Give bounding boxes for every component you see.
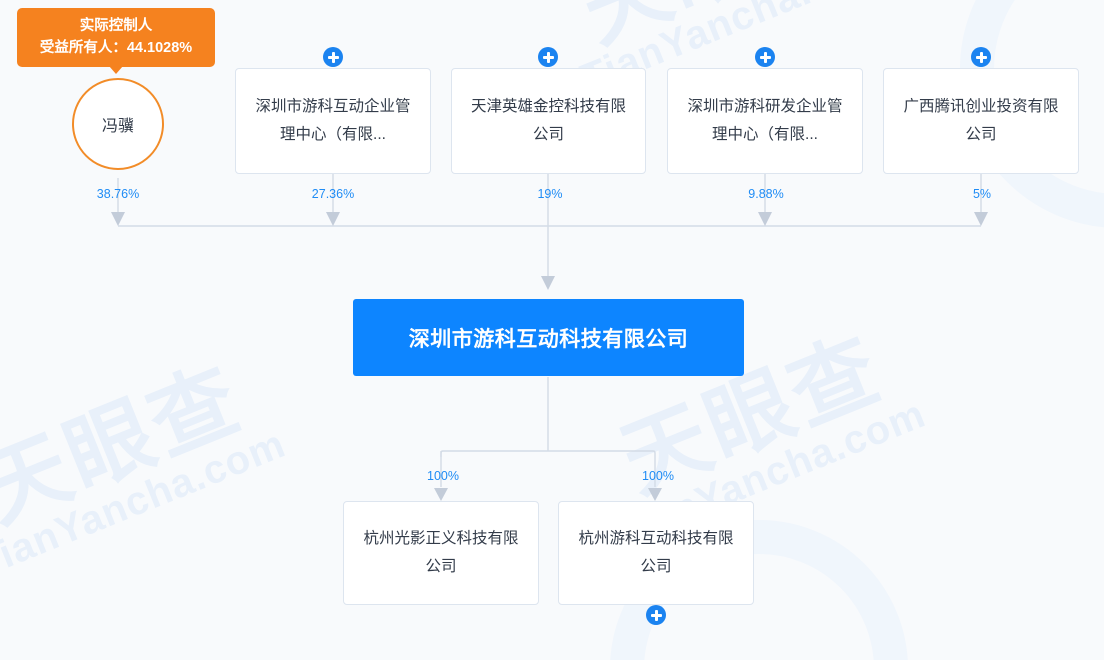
subsidiary-name: 杭州游科互动科技有限公司 xyxy=(578,530,734,575)
ownership-percent-label: 27.36% xyxy=(311,187,355,201)
ownership-percent-label: 38.76% xyxy=(96,187,140,201)
subsidiary-percent-label: 100% xyxy=(642,469,674,483)
expand-plus-icon[interactable] xyxy=(971,47,991,67)
ownership-percent-label: 5% xyxy=(972,187,992,201)
main-company-node[interactable]: 深圳市游科互动科技有限公司 xyxy=(353,299,744,376)
expand-plus-icon[interactable] xyxy=(646,605,666,625)
subsidiary-percent-label: 100% xyxy=(427,469,459,483)
watermark-text-cn: 天眼查 xyxy=(0,350,255,541)
shareholder-node-company[interactable]: 深圳市游科互动企业管理中心（有限... xyxy=(235,68,431,174)
actual-controller-badge: 实际控制人 受益所有人：44.1028% xyxy=(17,8,215,74)
shareholder-name: 深圳市游科研发企业管理中心（有限... xyxy=(687,98,843,143)
expand-plus-icon[interactable] xyxy=(538,47,558,67)
expand-plus-icon[interactable] xyxy=(755,47,775,67)
main-company-name: 深圳市游科互动科技有限公司 xyxy=(408,327,689,351)
shareholder-node-company[interactable]: 天津英雄金控科技有限公司 xyxy=(451,68,646,174)
expand-plus-icon[interactable] xyxy=(323,47,343,67)
ownership-percent-label: 19% xyxy=(537,187,563,201)
controller-badge-tail xyxy=(109,66,123,74)
watermark-text-cn: 天眼查 xyxy=(560,0,857,66)
subsidiary-name: 杭州光影正义科技有限公司 xyxy=(363,530,519,575)
watermark-text-en: TianYancha.com xyxy=(0,421,292,586)
ownership-percent-label: 9.88% xyxy=(748,187,784,201)
shareholder-node-company[interactable]: 深圳市游科研发企业管理中心（有限... xyxy=(667,68,863,174)
shareholder-node-company[interactable]: 广西腾讯创业投资有限公司 xyxy=(883,68,1079,174)
shareholder-name: 广西腾讯创业投资有限公司 xyxy=(903,98,1059,143)
shareholder-node-person[interactable]: 冯骥 xyxy=(72,78,164,170)
subsidiary-node[interactable]: 杭州光影正义科技有限公司 xyxy=(343,501,539,605)
shareholder-name: 深圳市游科互动企业管理中心（有限... xyxy=(255,98,411,143)
controller-badge-detail: 受益所有人：44.1028% xyxy=(39,40,193,56)
shareholder-name: 天津英雄金控科技有限公司 xyxy=(470,98,626,143)
controller-badge-title: 实际控制人 xyxy=(79,18,153,34)
shareholder-name: 冯骥 xyxy=(101,118,134,135)
subsidiary-node[interactable]: 杭州游科互动科技有限公司 xyxy=(558,501,754,605)
